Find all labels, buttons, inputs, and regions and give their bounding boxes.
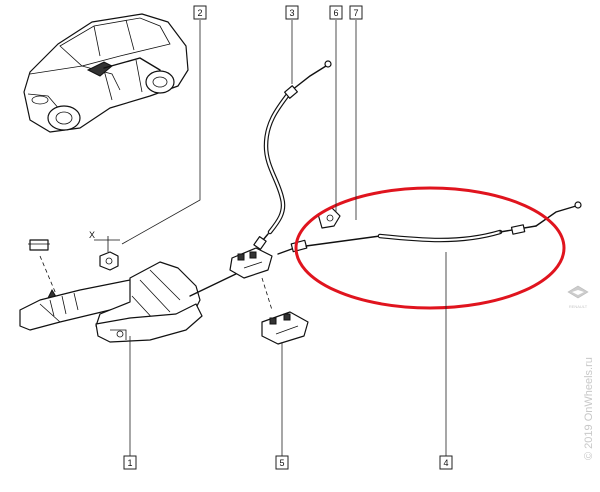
callout-2: 2 [193,5,207,20]
watermark: © 2019 OnWheels.ru [583,357,595,460]
callout-label-2: 2 [197,8,202,18]
dimension-label: X [89,230,95,240]
clip-bracket [28,239,60,301]
callout-3: 3 [285,5,299,20]
callout-6: 6 [329,5,343,20]
brand-label: RENAULT [569,304,588,309]
callout-label-6: 6 [333,8,338,18]
callout-5: 5 [275,455,289,470]
brand-logo-icon: RENAULT [567,285,589,309]
callout-label-4: 4 [443,458,448,468]
cable-right [277,201,582,255]
handbrake-lever [19,261,241,343]
callout-7: 7 [349,5,363,20]
callout-label-5: 5 [279,458,284,468]
mounting-bracket [317,207,341,229]
callout-label-3: 3 [289,8,294,18]
cable-left [253,60,332,250]
car-thumbnail [23,13,189,133]
callout-label-1: 1 [127,458,132,468]
cable-clip [261,277,309,345]
callout-1: 1 [123,455,137,470]
equalizer [229,247,273,279]
callout-4: 4 [439,455,453,470]
highlight-ellipse [294,186,566,310]
leader-lines [121,20,447,456]
nut: X [89,230,120,271]
callout-label-7: 7 [353,8,358,18]
